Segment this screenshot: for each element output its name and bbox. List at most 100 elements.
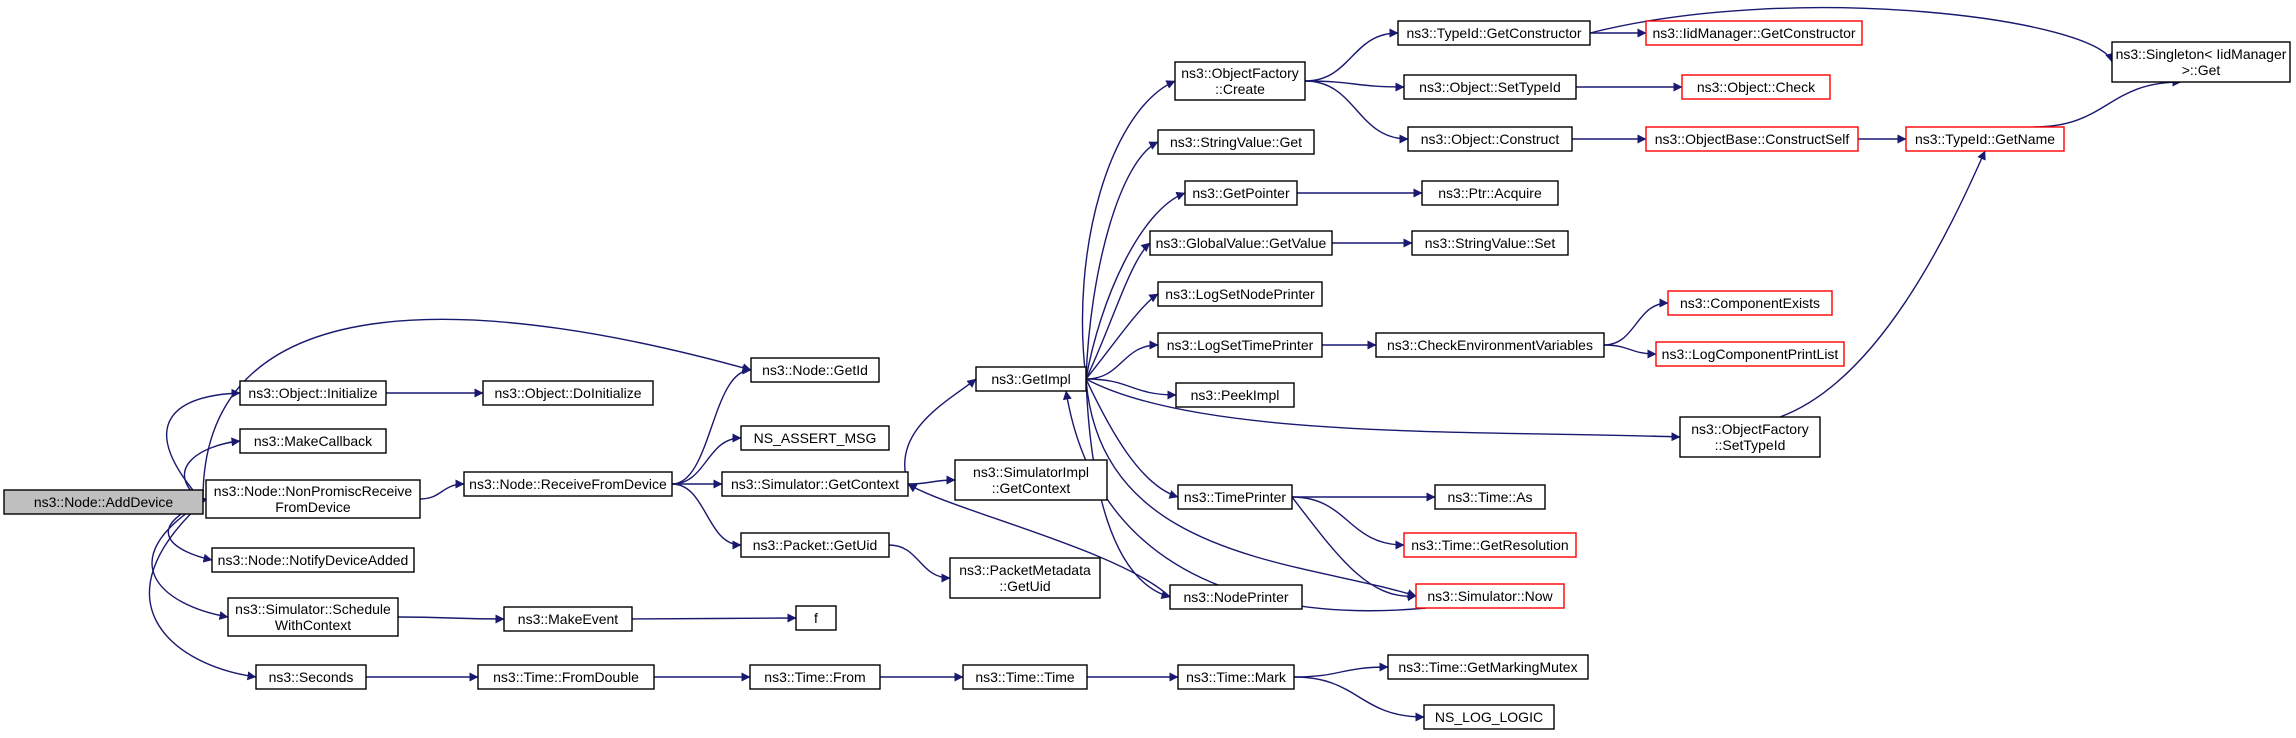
node-iid-manager-get-constructor[interactable]: ns3::IidManager::GetConstructor xyxy=(1645,20,1863,46)
node-string-value-get[interactable]: ns3::StringValue::Get xyxy=(1157,129,1315,155)
node-label: ns3::SimulatorImpl xyxy=(973,464,1089,480)
edge-sim_get_context-to-get_impl xyxy=(904,378,977,485)
node-receive-from-device[interactable]: ns3::Node::ReceiveFromDevice xyxy=(463,471,673,497)
node-box xyxy=(1681,74,1831,100)
node-log-set-time-printer[interactable]: ns3::LogSetTimePrinter xyxy=(1157,332,1323,358)
node-packet-get-uid[interactable]: ns3::Packet::GetUid xyxy=(740,532,890,558)
edge-schedule_with_context-to-make_event xyxy=(397,614,505,624)
node-label: ns3::Seconds xyxy=(269,669,354,685)
node-make-event[interactable]: ns3::MakeEvent xyxy=(503,606,633,632)
node-typeid-get-constructor[interactable]: ns3::TypeId::GetConstructor xyxy=(1397,20,1591,46)
node-time-mark[interactable]: ns3::Time::Mark xyxy=(1177,664,1295,690)
node-label: ns3::TypeId::GetName xyxy=(1915,131,2055,147)
node-time-time[interactable]: ns3::Time::Time xyxy=(962,664,1088,690)
edge-make_event-to-f xyxy=(631,613,797,623)
edge-receive_from_device-to-node_get_id xyxy=(671,365,752,485)
node-simulator-now[interactable]: ns3::Simulator::Now xyxy=(1415,583,1565,609)
node-box xyxy=(1403,74,1577,100)
node-label: ns3::NodePrinter xyxy=(1183,589,1288,605)
node-label: ns3::TypeId::GetConstructor xyxy=(1406,25,1581,41)
node-label: ::GetContext xyxy=(992,480,1071,496)
node-label: ns3::StringValue::Get xyxy=(1170,134,1302,150)
node-get-impl[interactable]: ns3::GetImpl xyxy=(975,366,1087,392)
node-box xyxy=(1415,583,1565,609)
node-peek-impl[interactable]: ns3::PeekImpl xyxy=(1175,382,1295,408)
node-label: ns3::TimePrinter xyxy=(1184,489,1287,505)
node-typeid-get-name[interactable]: ns3::TypeId::GetName xyxy=(1905,126,2065,152)
node-component-exists[interactable]: ns3::ComponentExists xyxy=(1667,290,1833,316)
node-box xyxy=(3,489,204,515)
node-label: NS_LOG_LOGIC xyxy=(1435,709,1543,725)
node-box xyxy=(239,380,387,406)
node-box xyxy=(1397,20,1591,46)
node-seconds[interactable]: ns3::Seconds xyxy=(255,664,367,690)
node-time-as[interactable]: ns3::Time::As xyxy=(1434,484,1546,510)
node-check-env-vars[interactable]: ns3::CheckEnvironmentVariables xyxy=(1375,332,1605,358)
node-object-factory-create[interactable]: ns3::ObjectFactory::Create xyxy=(1174,61,1306,101)
node-box xyxy=(482,380,654,406)
node-get-pointer[interactable]: ns3::GetPointer xyxy=(1184,180,1298,206)
node-label: NS_ASSERT_MSG xyxy=(754,430,877,446)
node-label: ns3::MakeEvent xyxy=(518,611,618,627)
node-box xyxy=(211,547,415,573)
node-object-set-typeid[interactable]: ns3::Object::SetTypeId xyxy=(1403,74,1577,100)
node-log-component-print-list[interactable]: ns3::LogComponentPrintList xyxy=(1655,341,1845,367)
node-log-set-node-printer[interactable]: ns3::LogSetNodePrinter xyxy=(1157,281,1323,307)
node-box xyxy=(750,357,880,383)
node-ns-assert-msg[interactable]: NS_ASSERT_MSG xyxy=(740,425,890,451)
node-sim-get-context[interactable]: ns3::Simulator::GetContext xyxy=(721,471,909,497)
node-object-check[interactable]: ns3::Object::Check xyxy=(1681,74,1831,100)
node-label: ns3::Time::GetMarkingMutex xyxy=(1398,659,1577,675)
node-label: ns3::Node::ReceiveFromDevice xyxy=(469,476,667,492)
node-ns-log-logic[interactable]: NS_LOG_LOGIC xyxy=(1423,704,1555,730)
node-label: ns3::Node::NonPromiscReceive xyxy=(214,483,413,499)
edge-add_device-to-schedule_with_context xyxy=(151,501,229,620)
node-box xyxy=(1157,281,1323,307)
node-label: ns3::StringValue::Set xyxy=(1425,235,1556,251)
node-node-get-id[interactable]: ns3::Node::GetId xyxy=(750,357,880,383)
node-node-printer[interactable]: ns3::NodePrinter xyxy=(1169,584,1303,610)
edge-get_impl-to-log_set_time_printer xyxy=(1085,340,1159,380)
node-object-base-construct-self[interactable]: ns3::ObjectBase::ConstructSelf xyxy=(1645,126,1859,152)
node-add-device[interactable]: ns3::Node::AddDevice xyxy=(3,489,204,515)
node-make-callback[interactable]: ns3::MakeCallback xyxy=(239,428,387,454)
node-global-value-get-value[interactable]: ns3::GlobalValue::GetValue xyxy=(1149,230,1333,256)
node-box xyxy=(1423,704,1555,730)
node-box xyxy=(1375,332,1605,358)
node-simimpl-get-context[interactable]: ns3::SimulatorImpl::GetContext xyxy=(954,459,1108,501)
node-box xyxy=(2111,41,2291,83)
node-time-get-marking-mutex[interactable]: ns3::Time::GetMarkingMutex xyxy=(1387,654,1589,680)
node-time-printer[interactable]: ns3::TimePrinter xyxy=(1177,484,1293,510)
node-f[interactable]: f xyxy=(795,605,837,631)
node-label: ns3::Simulator::Now xyxy=(1427,588,1553,604)
node-ptr-acquire[interactable]: ns3::Ptr::Acquire xyxy=(1421,180,1559,206)
edge-add_device-to-seconds xyxy=(148,501,257,681)
node-packet-metadata-get-uid[interactable]: ns3::PacketMetadata::GetUid xyxy=(949,557,1101,599)
node-box xyxy=(1175,382,1295,408)
edge-get_impl-to-object_factory_create xyxy=(1081,80,1176,380)
node-object-factory-set-typeid[interactable]: ns3::ObjectFactory::SetTypeId xyxy=(1679,416,1821,458)
edge-non_promisc-to-receive_from_device xyxy=(419,479,465,500)
edge-time_mark-to-ns_log_logic xyxy=(1293,676,1425,722)
node-box xyxy=(1387,654,1589,680)
node-object-construct[interactable]: ns3::Object::Construct xyxy=(1407,126,1573,152)
node-notify-device-added[interactable]: ns3::Node::NotifyDeviceAdded xyxy=(211,547,415,573)
node-box xyxy=(477,664,655,690)
node-object-initialize[interactable]: ns3::Object::Initialize xyxy=(239,380,387,406)
edge-object_factory_create-to-object_set_typeid xyxy=(1304,80,1405,92)
edge-time_mark-to-time_get_marking_mutex xyxy=(1293,662,1389,678)
node-time-from-double[interactable]: ns3::Time::FromDouble xyxy=(477,664,655,690)
node-box xyxy=(205,479,421,519)
node-time-from[interactable]: ns3::Time::From xyxy=(749,664,881,690)
node-time-get-resolution[interactable]: ns3::Time::GetResolution xyxy=(1403,532,1577,558)
node-label: ns3::Node::NotifyDeviceAdded xyxy=(218,552,409,568)
node-do-initialize[interactable]: ns3::Object::DoInitialize xyxy=(482,380,654,406)
node-box xyxy=(503,606,633,632)
node-string-value-set[interactable]: ns3::StringValue::Set xyxy=(1411,230,1569,256)
node-box xyxy=(1177,664,1295,690)
edges-layer xyxy=(148,6,2182,722)
node-singleton-get[interactable]: ns3::Singleton< IidManager>::Get xyxy=(2111,41,2291,83)
node-label: ns3::CheckEnvironmentVariables xyxy=(1387,337,1593,353)
